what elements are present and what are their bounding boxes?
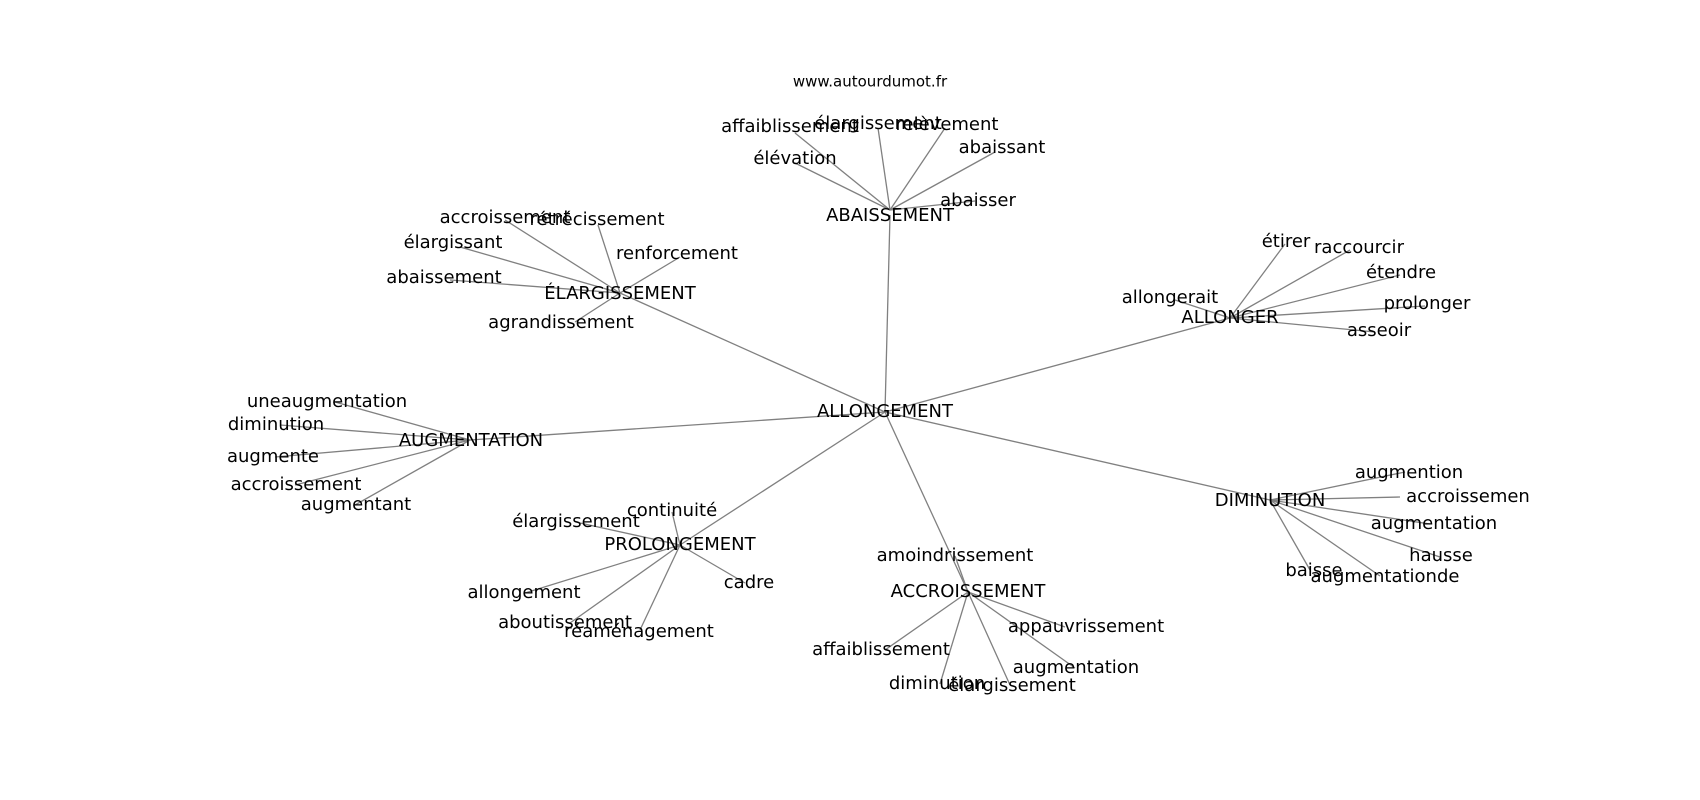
edge-root-hub xyxy=(884,411,1271,501)
node-leaf: abaissement xyxy=(386,267,501,288)
edge-hub-leaf xyxy=(954,555,969,593)
edge-hub-leaf xyxy=(939,591,969,685)
edge-hub-leaf xyxy=(884,591,969,651)
node-leaf: continuité xyxy=(627,500,717,521)
node-leaf: accroissemen xyxy=(1406,486,1530,507)
node-leaf: abaissant xyxy=(959,137,1046,158)
node-hub: ACCROISSEMENT xyxy=(891,581,1047,602)
node-leaf: aboutissement xyxy=(498,612,632,633)
node-leaf: raccourcir xyxy=(1314,237,1405,258)
edge-hub-leaf xyxy=(354,439,471,506)
node-leaf: abaisser xyxy=(940,190,1016,211)
node-leaf: augmentationde xyxy=(1311,566,1460,587)
edge-hub-leaf xyxy=(459,246,621,294)
node-hub: ÉLARGISSEMENT xyxy=(544,282,696,304)
edge-hub-leaf xyxy=(877,127,891,211)
node-leaf: prolonger xyxy=(1384,293,1471,314)
edge-hub-leaf xyxy=(597,224,621,294)
edge-hub-leaf xyxy=(889,200,976,211)
edge-hub-leaf xyxy=(967,591,1066,628)
node-leaf: étendre xyxy=(1366,262,1436,283)
node-leaf: affaiblissement xyxy=(721,116,859,137)
edge-hub-leaf xyxy=(449,279,621,294)
edge-hub-leaf xyxy=(1269,499,1311,571)
edge-hub-leaf xyxy=(334,401,471,441)
node-leaf: allongerait xyxy=(1122,287,1218,308)
edge-hub-leaf xyxy=(579,522,681,546)
edge-root-hub xyxy=(619,292,886,413)
edge-hub-leaf xyxy=(1269,496,1401,501)
edge-root-hub xyxy=(884,411,969,593)
node-leaf: augmentation xyxy=(1013,657,1139,678)
edge-root-hub xyxy=(679,411,886,546)
node-leaf: renforcement xyxy=(616,243,738,264)
node-leaf: rétrécissement xyxy=(529,209,664,230)
node-leaf: réaménagement xyxy=(564,621,714,642)
node-leaf: amoindrissement xyxy=(877,545,1034,566)
edge-hub-leaf xyxy=(967,591,1076,669)
node-leaf: accroissement xyxy=(231,474,362,495)
edge-hub-leaf xyxy=(967,591,1011,686)
node-leaf: appauvrissement xyxy=(1008,616,1164,637)
edge-hub-leaf xyxy=(1229,243,1286,319)
edge-hub-leaf xyxy=(574,292,621,323)
node-leaf: élargissement xyxy=(948,675,1076,696)
edge-hub-leaf xyxy=(1269,471,1406,501)
edge-root-hub xyxy=(884,214,891,413)
edge-hub-leaf xyxy=(1269,499,1381,577)
edge-hub-leaf xyxy=(504,219,621,294)
edge-hub-leaf xyxy=(639,544,681,631)
node-leaf: uneaugmentation xyxy=(247,391,407,412)
node-leaf: agrandissement xyxy=(488,312,634,333)
edge-hub-leaf xyxy=(679,544,746,584)
node-leaf: augmentation xyxy=(1371,513,1497,534)
node-leaf: élargissement xyxy=(814,113,942,134)
source-url: www.autourdumot.fr xyxy=(793,73,948,91)
node-leaf: allongement xyxy=(467,582,580,603)
node-hub: ABAISSEMENT xyxy=(826,205,955,226)
node-leaf: cadre xyxy=(724,572,774,593)
edge-hub-leaf xyxy=(524,544,681,594)
node-leaf: augmentant xyxy=(301,494,411,515)
edge-hub-leaf xyxy=(1229,249,1351,319)
edge-root-hub xyxy=(469,411,886,441)
edge-hub-leaf xyxy=(279,424,471,441)
node-leaf: accroissement xyxy=(440,207,571,228)
edge-root-hub xyxy=(884,317,1231,413)
edge-hub-leaf xyxy=(294,439,471,486)
node-leaf: augmention xyxy=(1355,462,1463,483)
edge-hub-leaf xyxy=(1229,317,1376,333)
edge-hub-leaf xyxy=(1269,499,1441,558)
node-root: ALLONGEMENT xyxy=(817,401,954,422)
node-leaf: augmente xyxy=(227,446,319,467)
edge-hub-leaf xyxy=(1229,305,1426,319)
edge-hub-leaf xyxy=(671,511,681,546)
node-leaf: hausse xyxy=(1409,545,1473,566)
node-hub: PROLONGEMENT xyxy=(604,534,756,555)
node-leaf: élévation xyxy=(753,148,836,169)
node-leaf: diminution xyxy=(228,414,324,435)
edge-hub-leaf xyxy=(1269,499,1431,525)
edge-hub-leaf xyxy=(619,256,681,294)
node-hub: ALLONGER xyxy=(1181,307,1278,328)
edge-hub-leaf xyxy=(1229,274,1401,319)
edge-hub-leaf xyxy=(794,132,891,211)
node-leaf: élargissement xyxy=(512,511,640,532)
node-leaf: diminution xyxy=(889,673,985,694)
edge-hub-leaf xyxy=(1174,299,1231,319)
edge-hub-leaf xyxy=(889,127,946,211)
node-leaf: asseoir xyxy=(1347,320,1412,341)
edge-hub-leaf xyxy=(569,544,681,624)
node-leaf: élargissant xyxy=(404,232,503,253)
edge-hub-leaf xyxy=(274,439,471,458)
node-leaf: affaiblissement xyxy=(812,639,950,660)
node-leaf: baisse xyxy=(1285,560,1342,581)
node-hub: DIMINUTION xyxy=(1215,490,1326,511)
edge-hub-leaf xyxy=(794,162,891,211)
node-leaf: étirer xyxy=(1262,231,1311,252)
node-leaf: relèvement xyxy=(896,114,999,135)
node-hub: AUGMENTATION xyxy=(399,430,543,451)
edge-hub-leaf xyxy=(889,151,996,211)
